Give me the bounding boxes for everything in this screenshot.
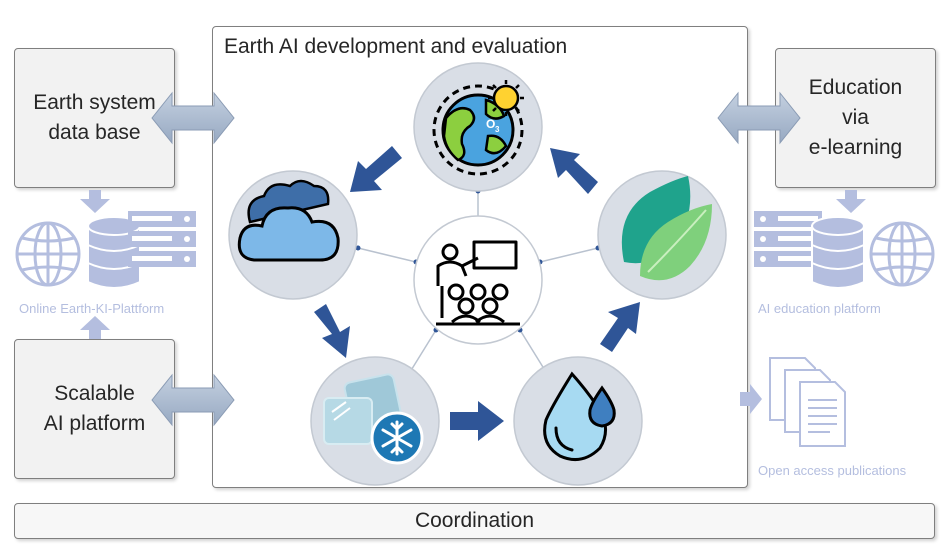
- earth-system-database-label: Earth system data base: [33, 91, 156, 144]
- cloud-icon: [237, 179, 340, 262]
- flow-arrow-water-to-leaf: [600, 302, 640, 352]
- coordination-label: Coordination: [414, 509, 535, 532]
- coordination-bar: Coordination: [14, 503, 935, 539]
- ice-snowflake-icon: [323, 373, 424, 465]
- svg-text:3: 3: [495, 125, 500, 134]
- up-arrow-left: [80, 316, 110, 339]
- ai-education-platform-label: AI education platform: [758, 301, 881, 316]
- scalable-ai-platform-box: Scalable AI platform: [14, 339, 175, 479]
- globe-icon: [869, 221, 935, 287]
- double-arrow-bottom-left: [151, 373, 235, 427]
- water-drop-icon: [543, 371, 616, 462]
- scalable-ai-platform-label: Scalable AI platform: [43, 382, 146, 435]
- flow-arrow-ice-to-water: [450, 401, 504, 441]
- svg-text:O: O: [486, 117, 495, 131]
- hub-spokes: [357, 192, 599, 373]
- down-arrow-left: [80, 190, 110, 213]
- flow-arrow-cloud-to-ice: [314, 304, 350, 358]
- main-title: Earth AI development and evaluation: [224, 35, 568, 58]
- online-platform-label: Online Earth-KI-Plattform: [19, 301, 165, 316]
- group-presentation-icon: [436, 240, 520, 326]
- right-arrow-publications: [740, 384, 762, 414]
- education-elearning-label: Education via e-learning: [808, 76, 903, 159]
- flow-arrow-leaf-to-earth: [550, 148, 598, 194]
- open-access-publications-label: Open access publications: [758, 463, 907, 478]
- down-arrow-right: [836, 190, 866, 213]
- double-arrow-top-right: [717, 91, 801, 145]
- server-rack-icon: [754, 211, 822, 267]
- database-icon: [811, 216, 865, 289]
- flow-arrow-earth-to-cloud: [350, 146, 402, 192]
- documents-icon: [769, 357, 846, 447]
- double-arrow-top-left: [151, 91, 235, 145]
- globe-icon: [15, 221, 81, 287]
- server-rack-icon: [128, 211, 196, 267]
- earth-sun-ozone-icon: O 3: [432, 80, 524, 176]
- leaf-icon: [621, 176, 712, 281]
- earth-system-database-box: Earth system data base: [14, 48, 175, 188]
